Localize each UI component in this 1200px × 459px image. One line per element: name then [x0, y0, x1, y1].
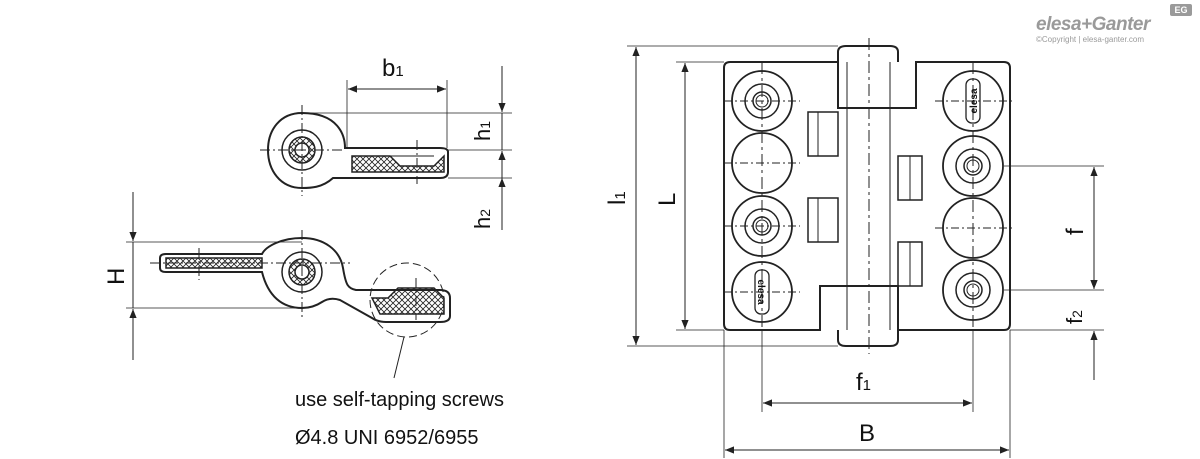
label-H: H	[103, 268, 130, 285]
brand-name: elesa+Ganter	[1036, 14, 1150, 35]
label-l1: l1	[604, 191, 631, 205]
dim-H	[126, 192, 302, 360]
label-B: B	[859, 420, 875, 447]
brand-badge: EG	[1170, 4, 1192, 16]
side-view-lower	[150, 230, 451, 379]
side-view-upper	[260, 105, 449, 196]
dim-f1	[761, 330, 974, 412]
dim-l1	[627, 45, 838, 347]
logo-elesa-left: elesa	[755, 279, 766, 304]
label-f: f	[1062, 228, 1089, 235]
label-b1: b1	[382, 55, 404, 82]
label-h1: h1	[470, 121, 495, 141]
dim-b1	[346, 80, 448, 148]
brand-copyright: ©Copyright | elesa-ganter.com	[1036, 35, 1145, 44]
label-h2: h2	[470, 209, 495, 229]
label-L: L	[654, 193, 681, 206]
dim-B	[723, 330, 1011, 458]
logo-elesa-right: elesa	[969, 88, 980, 113]
dim-f-f2	[1004, 165, 1104, 380]
label-f2: f2	[1062, 310, 1087, 324]
brand-logo: elesa+Ganter EG ©Copyright | elesa-gante…	[1036, 4, 1196, 44]
note-screws-line1: use self-tapping screws	[295, 389, 504, 411]
dim-L	[676, 61, 724, 331]
dim-h1-h2	[302, 66, 512, 230]
front-view	[723, 38, 1012, 354]
label-f1: f1	[856, 369, 871, 396]
note-screws-line2: Ø4.8 UNI 6952/6955	[295, 427, 478, 449]
